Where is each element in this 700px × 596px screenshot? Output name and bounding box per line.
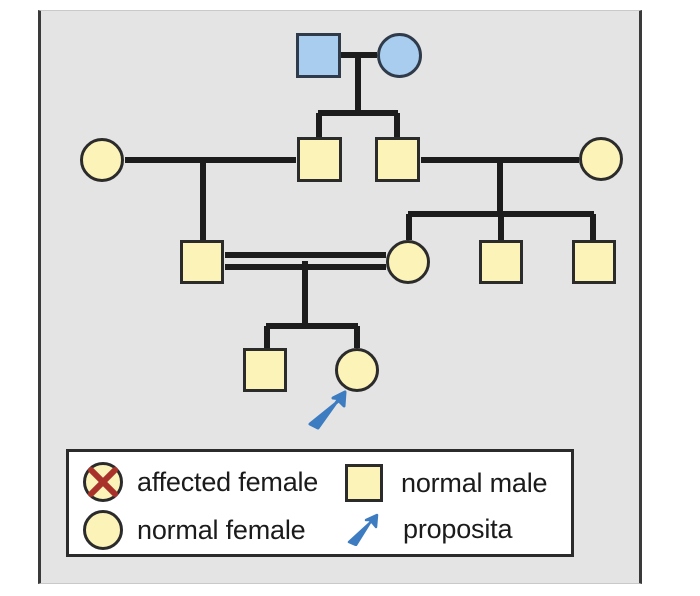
legend-item-affected-female[interactable]: affected female [83, 462, 318, 502]
normal-female-icon [83, 510, 123, 550]
individual-III-4-male-normal[interactable] [572, 240, 616, 284]
legend-label-proposita: proposita [403, 513, 513, 544]
affected-female-icon [83, 462, 123, 502]
individual-II-1-female-normal[interactable] [80, 138, 124, 182]
individual-I-1-male-carrier[interactable] [296, 33, 341, 78]
legend-item-normal-male[interactable]: normal male [345, 464, 548, 502]
individual-II-2-male-normal[interactable] [297, 137, 342, 182]
legend-box: affected female normal male normal femal… [66, 449, 574, 557]
proposita-arrow-legend-icon [345, 512, 385, 546]
individual-II-4-female-normal[interactable] [579, 137, 623, 181]
individual-I-2-female-carrier[interactable] [377, 33, 422, 78]
legend-item-normal-female[interactable]: normal female [83, 510, 306, 550]
individual-IV-2-female-affected-proposita[interactable] [335, 348, 379, 392]
individual-III-3-male-normal[interactable] [479, 240, 523, 284]
legend-label-normal-male: normal male [401, 467, 548, 498]
legend-label-affected-female: affected female [137, 466, 319, 497]
individual-III-1-male-normal[interactable] [180, 240, 224, 284]
normal-male-icon [345, 464, 383, 502]
legend-item-proposita[interactable]: proposita [345, 512, 512, 546]
individual-IV-1-male-normal[interactable] [243, 348, 287, 392]
legend-label-normal-female: normal female [137, 514, 306, 545]
individual-III-2-female-normal[interactable] [386, 240, 430, 284]
individual-II-3-male-normal[interactable] [375, 137, 420, 182]
